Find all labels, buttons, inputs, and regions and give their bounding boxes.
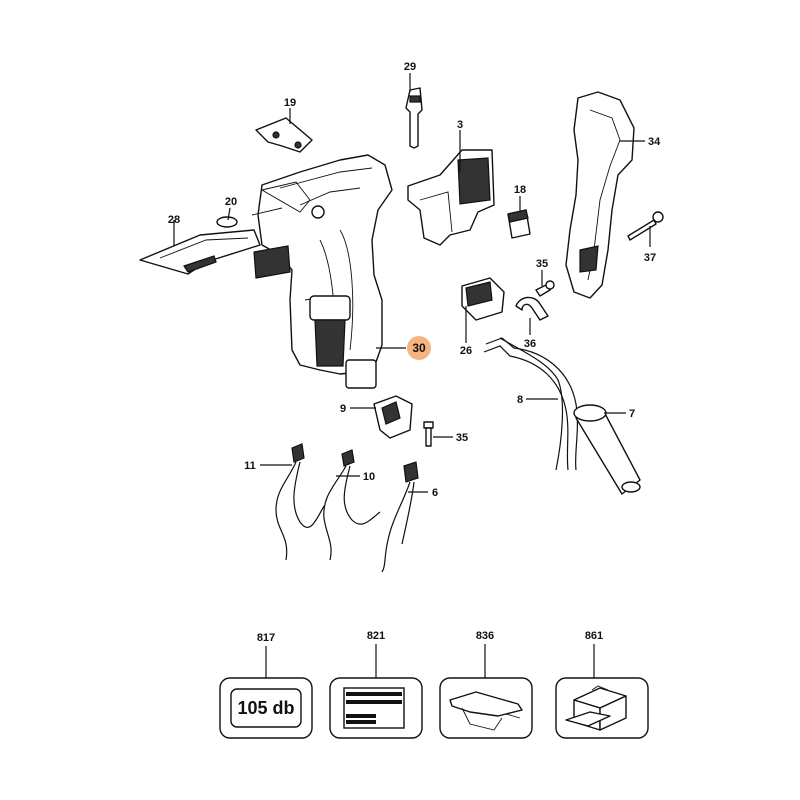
- accessory-836[interactable]: 836: [439, 630, 533, 739]
- callout-8: 8: [517, 394, 523, 406]
- accessory-817-label: 817: [257, 632, 275, 644]
- callout-36: 36: [524, 338, 536, 350]
- accessory-821[interactable]: 821: [329, 630, 423, 739]
- highlight-badge: [407, 336, 431, 360]
- callout-3: 3: [457, 119, 463, 131]
- callout-26: 26: [460, 345, 472, 357]
- cord-clamp-part[interactable]: [373, 395, 413, 439]
- housing-part[interactable]: [253, 154, 393, 389]
- washer-part[interactable]: [216, 216, 238, 228]
- screw-37-part[interactable]: [627, 211, 664, 241]
- accessory-861-label: 861: [585, 630, 603, 642]
- switch-rod-part[interactable]: [405, 87, 423, 149]
- accessory-861[interactable]: 861: [555, 630, 649, 739]
- wire-6-part[interactable]: [381, 461, 419, 573]
- callout-30: 30: [412, 341, 426, 355]
- cable-clamp-part[interactable]: [515, 296, 549, 321]
- wire-10-part[interactable]: [323, 449, 381, 561]
- callout-11: 11: [244, 460, 256, 472]
- accessory-836-label: 836: [476, 630, 494, 642]
- clip-part[interactable]: [255, 117, 313, 153]
- wire-11-part[interactable]: [275, 443, 325, 561]
- callout-35-lower: 35: [456, 432, 468, 444]
- screw-35b-part[interactable]: [423, 421, 434, 447]
- callout-29: 29: [404, 61, 416, 73]
- callout-6: 6: [432, 487, 438, 499]
- callout-30-badge[interactable]: 30: [407, 336, 431, 360]
- callout-28: 28: [168, 214, 180, 226]
- handle-half-part[interactable]: [565, 91, 635, 299]
- callout-20: 20: [225, 196, 237, 208]
- callout-34: 34: [648, 136, 661, 148]
- callout-7: 7: [629, 408, 635, 420]
- bracket-plate-part[interactable]: [139, 207, 283, 275]
- callout-37: 37: [644, 252, 656, 264]
- filter-part[interactable]: [461, 277, 505, 321]
- callout-35-upper: 35: [536, 258, 548, 270]
- leader-lines: [173, 73, 651, 493]
- callout-18: 18: [514, 184, 526, 196]
- callout-19: 19: [284, 97, 296, 109]
- switch-part[interactable]: [407, 149, 495, 246]
- noise-level-text: 105 db: [237, 698, 294, 718]
- callout-9: 9: [340, 403, 346, 415]
- screw-35a-part[interactable]: [535, 280, 555, 297]
- accessory-817[interactable]: 817 105 db: [219, 632, 313, 739]
- callout-10: 10: [363, 471, 375, 483]
- accessory-821-label: 821: [367, 630, 385, 642]
- power-cord-part[interactable]: [483, 337, 578, 471]
- brush-part[interactable]: [507, 209, 531, 239]
